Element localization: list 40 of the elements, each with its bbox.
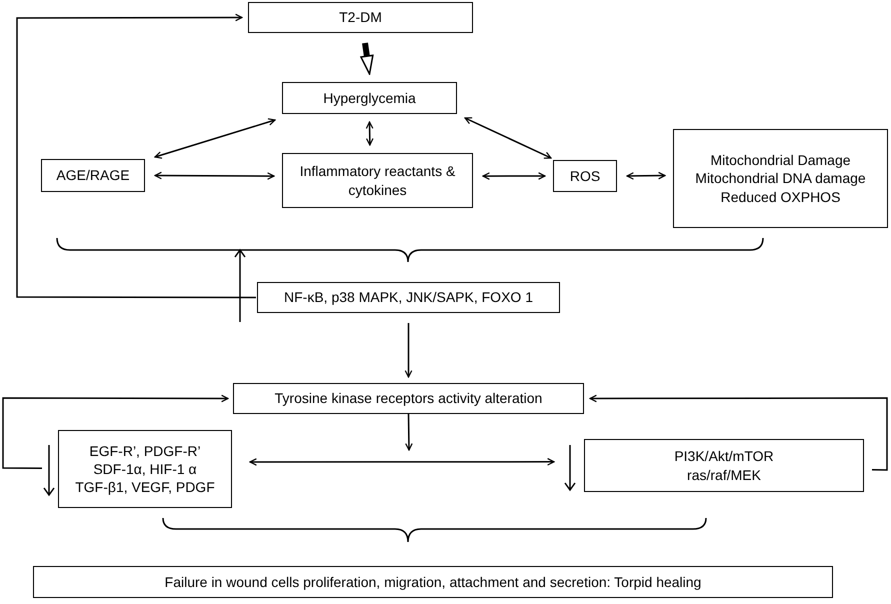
box-text: Reduced OXPHOS [720, 188, 840, 206]
arrow [154, 118, 276, 159]
box-text: EGF-R’, PDGF-R’ [89, 442, 201, 460]
process-box [673, 129, 888, 228]
box-text: NF-κB, p38 MAPK, JNK/SAPK, FOXO 1 [284, 288, 533, 307]
process-box [282, 82, 457, 114]
arrow [154, 172, 275, 180]
arrow [249, 458, 555, 466]
box-text: PI3K/Akt/mTOR [674, 447, 774, 466]
arrow [404, 323, 412, 378]
process-box [233, 383, 584, 414]
arrow [2, 394, 229, 469]
process-box [584, 439, 864, 492]
arrow [464, 117, 552, 159]
box-text: Tyrosine kinase receptors activity alteration [274, 389, 542, 408]
box-text: T2-DM [339, 8, 382, 27]
process-box [33, 566, 833, 598]
arrow [589, 394, 888, 471]
process-box [58, 430, 232, 508]
process-box [282, 153, 473, 208]
box-text: AGE/RAGE [56, 166, 130, 185]
box-text: SDF-1α, HIF-1 α [93, 460, 197, 478]
arrow [482, 172, 546, 180]
arrow [405, 414, 413, 451]
process-box [553, 160, 617, 192]
process-box [257, 282, 560, 313]
arrow [16, 14, 256, 298]
box-text: Inflammatory reactants & cytokines [298, 162, 456, 199]
box-text: ROS [570, 166, 600, 186]
box-text: Mitochondrial DNA damage [695, 169, 866, 188]
process-box [41, 159, 145, 192]
box-text: Hyperglycemia [323, 88, 416, 108]
box-text: ras/raf/MEK [687, 466, 761, 484]
box-text: Mitochondrial Damage [710, 151, 851, 170]
process-box [248, 2, 473, 33]
arrow [366, 121, 374, 146]
box-text: Failure in wound cells proliferation, migration, attachment and secretion: Torpid healing [164, 572, 702, 592]
arrow [626, 172, 666, 180]
box-text: TGF-β1, VEGF, PDGF [75, 478, 215, 496]
arrow [360, 42, 374, 75]
